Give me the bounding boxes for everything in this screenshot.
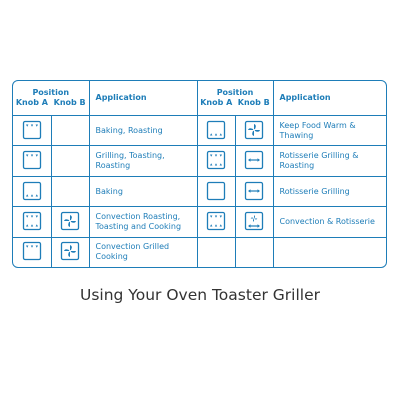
table-row: Grilling, Toasting, Roasting Rotisserie G… [13,145,386,177]
right-row-4-knob-a [196,236,236,267]
knob-b-label: Knob B [237,97,270,107]
left-row-0-application: Baking, Roasting [88,115,198,147]
position-label: Position [216,87,254,97]
top-heat-icon [22,241,42,263]
application-header-right: Application [272,81,386,116]
right-row-2-knob-b [234,175,274,208]
left-row-1-application: Grilling, Toasting, Roasting [88,145,198,177]
right-row-2-knob-a [196,175,236,208]
right-row-0-knob-a [196,115,236,147]
table-row: Convection Grilled Cooking [13,236,386,267]
left-row-4-knob-a [13,236,52,267]
top-heat-icon [22,120,42,142]
oven-settings-table: Position Knob A Knob B Application Posit… [12,80,387,268]
application-text: Rotisserie Grilling [279,186,350,196]
left-row-4-application: Convection Grilled Cooking [88,236,198,267]
position-header-left: Position Knob A Knob B [13,81,90,116]
application-text: Grilling, Toasting, Roasting [95,151,165,171]
right-row-1-knob-b [234,145,274,177]
application-text: Baking [95,186,123,196]
right-row-0-knob-b [234,115,274,147]
right-row-3-knob-b [234,206,274,238]
fan-icon [244,120,264,142]
oven-icon [206,181,226,203]
left-row-0-knob-b [50,115,90,147]
left-row-2-knob-a [13,175,52,208]
left-row-2-application: Baking [88,175,198,208]
bottom-heat-icon [206,120,226,142]
application-text: Baking, Roasting [95,125,163,135]
left-row-3-knob-b [50,206,90,238]
fan-icon [60,211,80,233]
right-row-1-knob-a [196,145,236,177]
right-row-0-application: Keep Food Warm & Thawing [272,115,386,147]
table-row: Convection Roasting, Toasting and Cookin… [13,206,386,238]
knob-b-label: Knob B [53,97,86,107]
fan-rotisserie-icon [244,211,264,233]
right-row-3-application: Convection & Rotisserie [272,206,386,238]
left-row-3-application: Convection Roasting, Toasting and Cookin… [88,206,198,238]
application-text: Rotisserie Grilling & Roasting [279,151,359,171]
knob-a-label: Knob A [200,97,233,107]
position-header-right: Position Knob A Knob B [196,81,274,116]
application-text: Convection Grilled Cooking [95,242,170,262]
left-row-1-knob-b [50,145,90,177]
application-text: Keep Food Warm & Thawing [279,120,356,140]
bottom-heat-icon [22,181,42,203]
fan-icon [60,241,80,263]
left-row-4-knob-b [50,236,90,267]
rotisserie-icon [244,181,264,203]
caption: Using Your Oven Toaster Griller [79,286,320,304]
right-row-4-knob-b [234,236,274,267]
application-header-left: Application [88,81,198,116]
top-bottom-heat-icon [206,211,226,233]
left-row-1-knob-a [13,145,52,177]
right-row-3-knob-a [196,206,236,238]
application-text: Convection & Rotisserie [279,216,375,226]
position-label: Position [32,87,70,97]
right-row-1-application: Rotisserie Grilling & Roasting [272,145,386,177]
left-row-0-knob-a [13,115,52,147]
rotisserie-icon [244,150,264,172]
left-row-3-knob-a [13,206,52,238]
right-row-2-application: Rotisserie Grilling [272,175,386,208]
top-heat-icon [22,150,42,172]
top-bottom-heat-icon [22,211,42,233]
left-row-2-knob-b [50,175,90,208]
table-row: Baking, Roasting Keep Food Warm & Thawing [13,115,386,147]
right-row-4-application [272,236,386,267]
application-text: Convection Roasting, Toasting and Cookin… [95,211,182,231]
table-row: Baking Rotisserie Grilling [13,175,386,208]
knob-a-label: Knob A [15,97,48,107]
top-bottom-heat-icon [206,150,226,172]
